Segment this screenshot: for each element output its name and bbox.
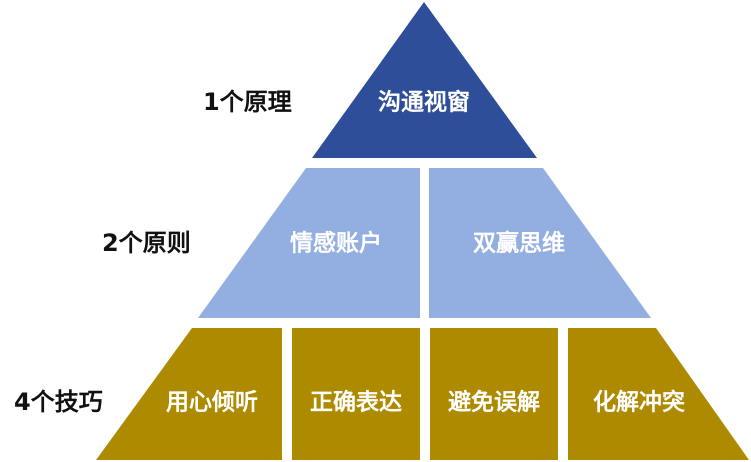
pyramid-top-block (312, 2, 537, 158)
level-label-principle: 1个原理 (203, 88, 292, 116)
pyramid-bottom-block-4 (568, 328, 749, 460)
level-label-skills: 4个技巧 (14, 388, 103, 416)
block-label-win-win-thinking: 双赢思维 (473, 230, 565, 257)
block-label-resolve-conflict: 化解冲突 (593, 389, 685, 416)
block-label-listen: 用心倾听 (166, 389, 258, 416)
block-label-express: 正确表达 (310, 389, 402, 416)
block-label-avoid-misunderstanding: 避免误解 (448, 389, 540, 416)
pyramid-bottom-block-3 (430, 328, 558, 460)
block-label-emotional-account: 情感账户 (290, 230, 382, 257)
pyramid-bottom-block-2 (292, 328, 420, 460)
pyramid-middle-block-left (198, 168, 420, 318)
level-label-rules: 2个原则 (102, 229, 191, 257)
pyramid-middle-block-right (429, 168, 651, 318)
pyramid-bottom-block-1 (96, 328, 282, 460)
block-label-communication-window: 沟通视窗 (378, 89, 470, 116)
